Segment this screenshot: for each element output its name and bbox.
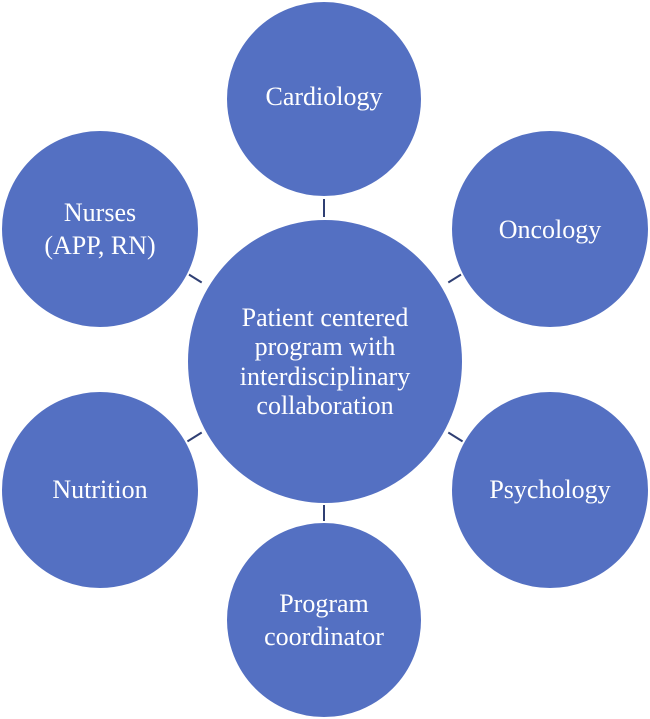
connector-center-cardiology [323,199,325,217]
node-cardiology: Cardiology [225,0,423,198]
node-nurses-label: Nurses (APP, RN) [44,197,156,260]
node-program-coordinator-label: Program coordinator [264,588,384,651]
node-program-coordinator: Program coordinator [225,521,423,719]
node-oncology-label: Oncology [498,215,602,245]
node-cardiology-label: Cardiology [265,82,383,112]
node-nutrition: Nutrition [0,390,200,590]
node-psychology: Psychology [450,390,650,590]
node-nurses: Nurses (APP, RN) [0,129,200,329]
node-oncology: Oncology [450,129,650,329]
node-center-program: Patient centered program with interdisci… [186,218,464,505]
node-psychology-label: Psychology [489,475,611,505]
node-center-label: Patient centered program with interdisci… [239,303,411,420]
connector-center-psychology [447,431,464,443]
connector-center-program-coordinator [323,505,325,522]
connector-center-nutrition [186,431,203,443]
node-nutrition-label: Nutrition [52,475,148,505]
